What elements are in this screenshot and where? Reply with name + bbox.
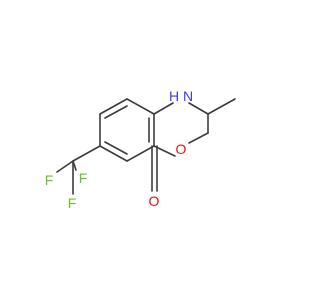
fluorine-atom-label-1: F xyxy=(44,172,54,188)
bond-inner-c8-c7 xyxy=(104,105,128,119)
bond-c5-c4a xyxy=(126,145,155,162)
ring-oxygen-atom-label: O xyxy=(175,141,187,157)
bond-c8a-c8 xyxy=(126,98,155,115)
bond-layer xyxy=(56,98,236,195)
bond-c8a-n xyxy=(153,102,174,115)
bond-c4-o xyxy=(188,132,209,144)
bond-c2-methyl xyxy=(207,98,236,115)
bond-c6-cf3 xyxy=(72,145,101,162)
bond-inner-c6-c5 xyxy=(104,141,128,155)
fluorine-atom-label-2: F xyxy=(67,195,77,211)
bond-n-c2 xyxy=(188,102,209,115)
nitrogen-atom-label: H N xyxy=(168,88,194,104)
fluorine-atom-label-3: F xyxy=(78,170,88,186)
bond-cf3-f1 xyxy=(56,160,74,173)
carbonyl-oxygen-atom-label: O xyxy=(148,193,160,209)
bond-cf3-f3 xyxy=(72,160,77,171)
bond-c6-c5 xyxy=(99,145,128,162)
bond-c8-c7 xyxy=(99,98,128,115)
structure-canvas: H N O O F F F xyxy=(44,88,236,211)
